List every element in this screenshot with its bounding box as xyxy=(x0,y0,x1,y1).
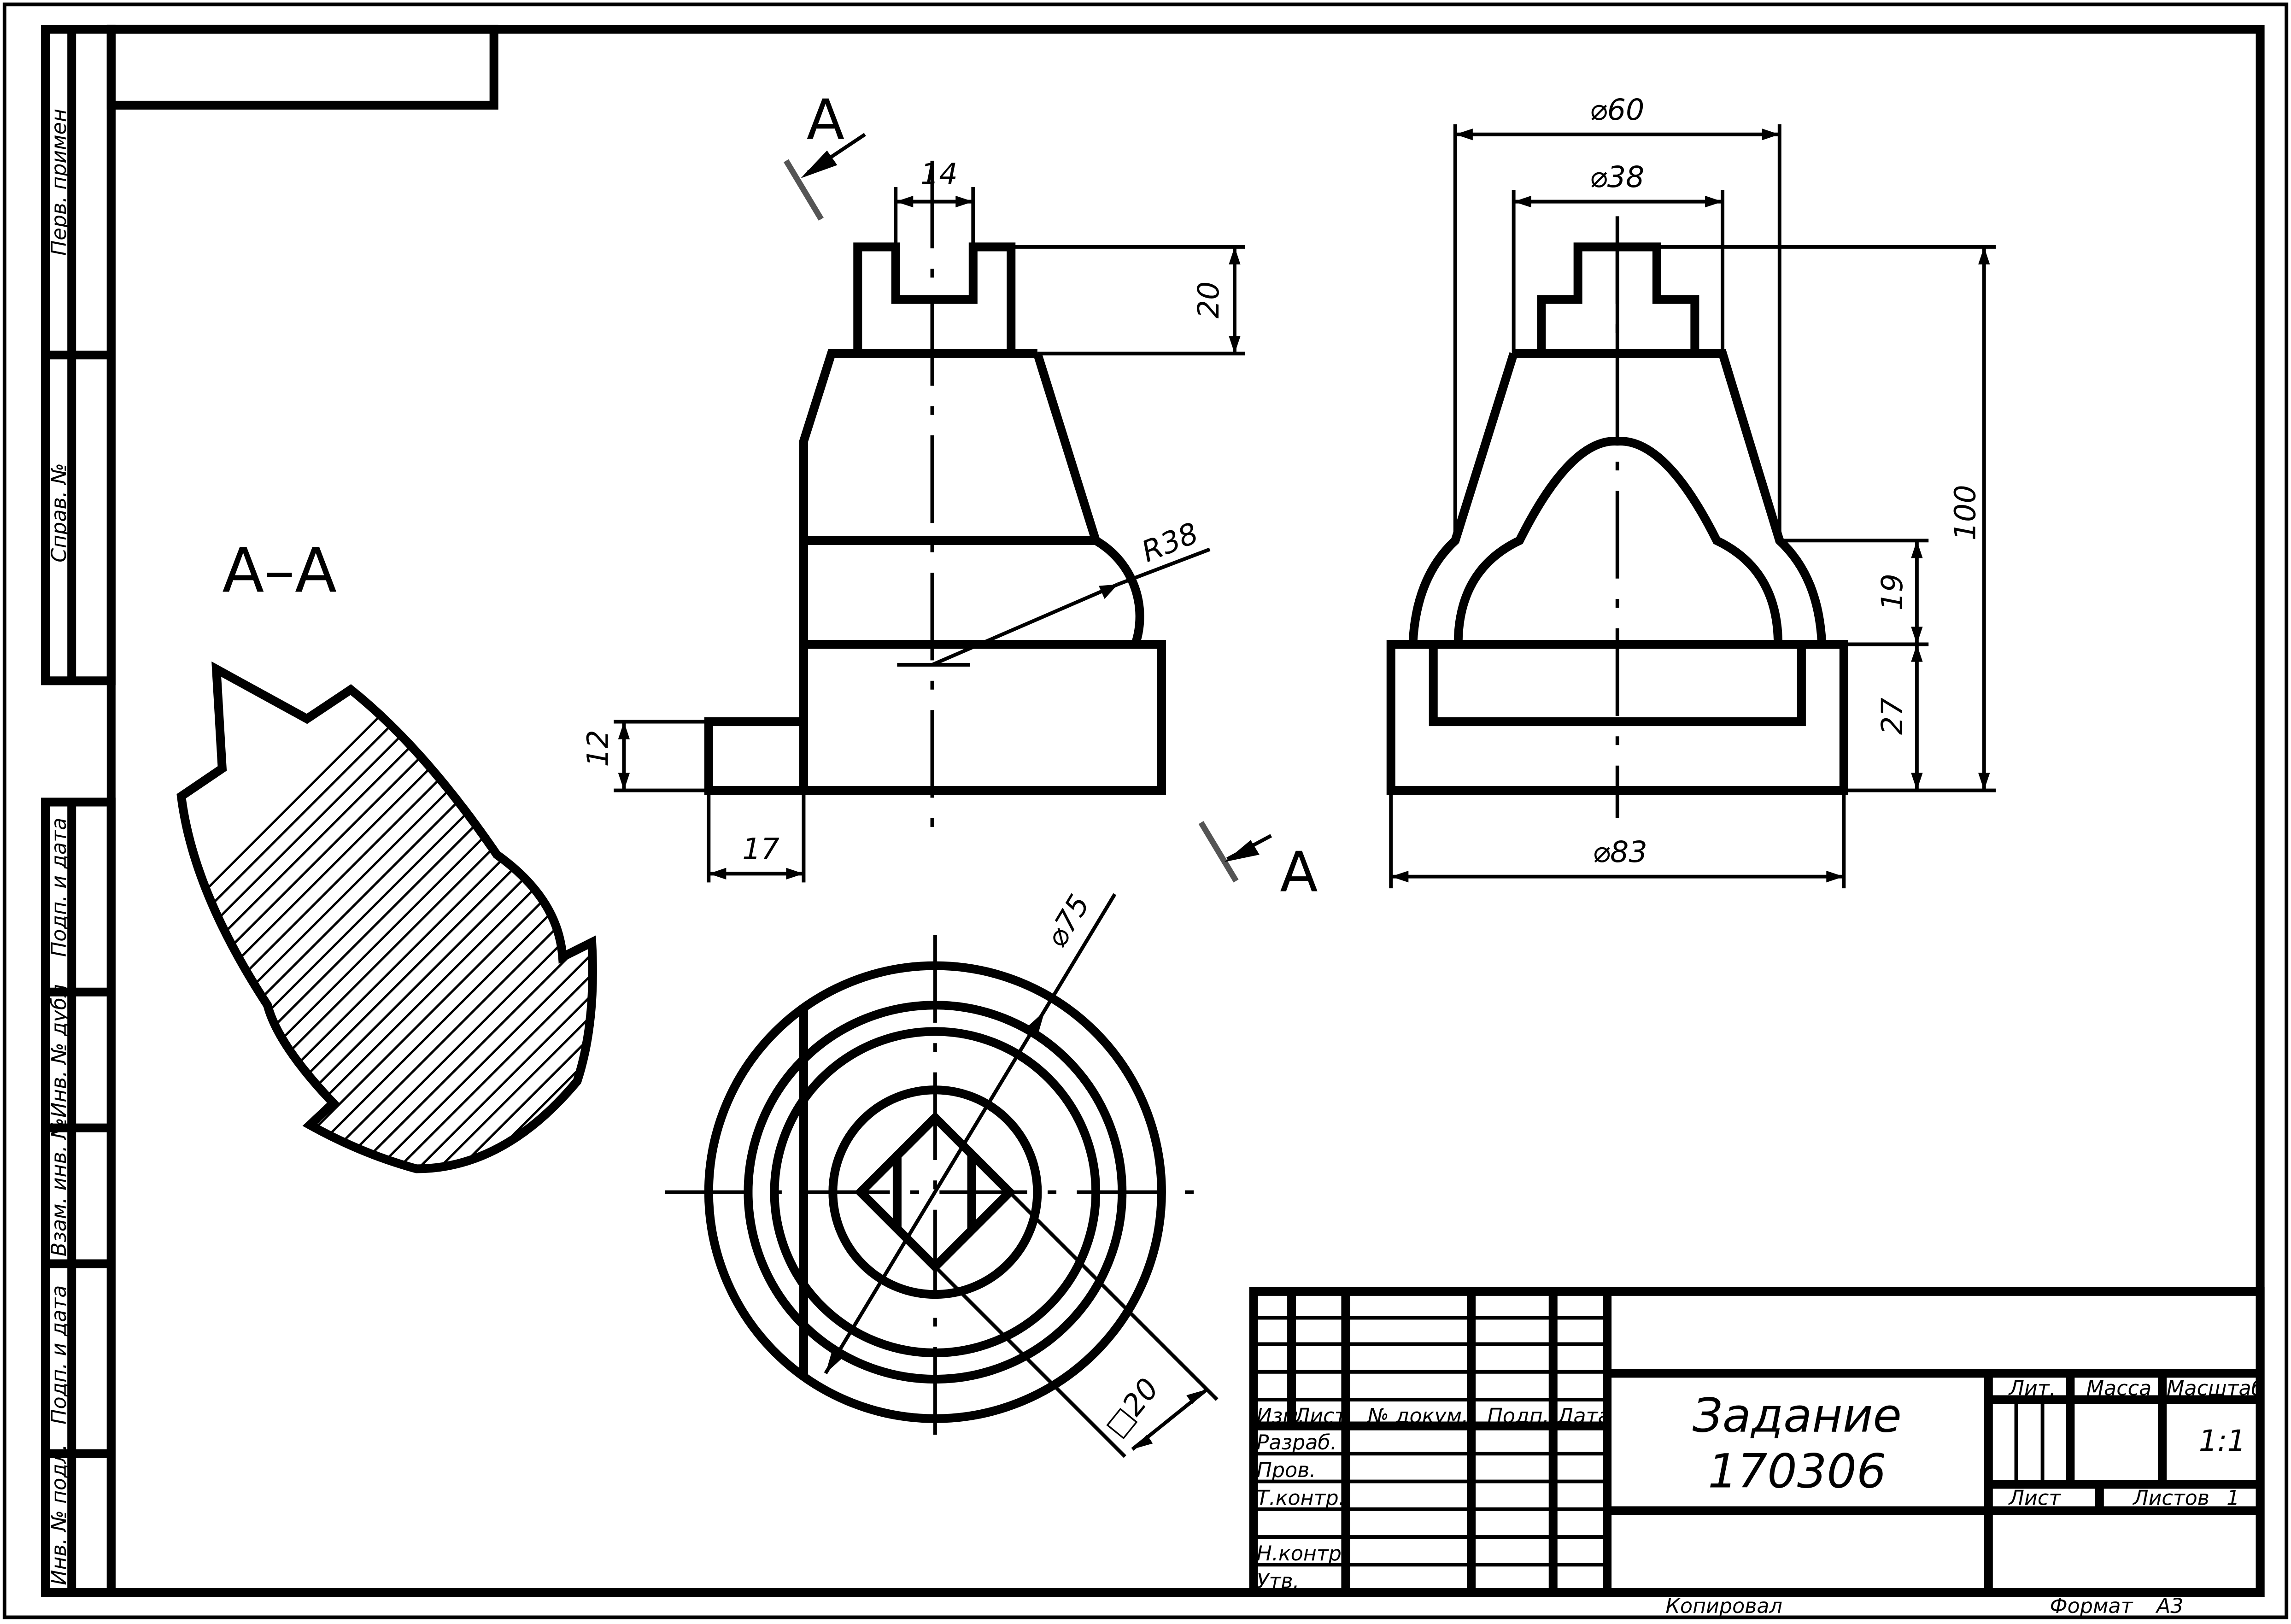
front-view xyxy=(704,160,1166,840)
footer: Копировал Формат А3 xyxy=(1665,1595,2183,1618)
dim-12: 12 xyxy=(581,730,615,767)
tb-data: Дата xyxy=(1557,1405,1611,1428)
section-title: A–A xyxy=(222,535,337,606)
tb-listov-value: 1 xyxy=(2227,1486,2239,1510)
dim-r38: R38 xyxy=(1137,516,1203,569)
dim-dia75: ⌀75 xyxy=(1039,889,1096,953)
top-left-stamp xyxy=(106,24,498,110)
tb-scale-value: 1:1 xyxy=(2199,1424,2246,1458)
dim-dia38: ⌀38 xyxy=(1590,160,1645,194)
tb-izm: Изм. xyxy=(1257,1405,1305,1428)
tb-list2: Лист xyxy=(2008,1486,2062,1510)
dim-100: 100 xyxy=(1948,485,1982,540)
side-view xyxy=(1386,216,1848,818)
tb-prov: Пров. xyxy=(1257,1459,1316,1482)
dim-20: 20 xyxy=(1191,281,1225,319)
tb-lit: Лит. xyxy=(2008,1377,2056,1400)
tb-utv: Утв. xyxy=(1257,1570,1300,1593)
tb-n-kontr: Н.контр. xyxy=(1257,1542,1348,1565)
side-stamp-lower: Подп. и дата Инв. № дубл Взам. инв. № По… xyxy=(41,797,116,1597)
dim-dia60: ⌀60 xyxy=(1590,93,1645,127)
tb-no-dokum: № докум. xyxy=(1367,1405,1469,1428)
side-label-podp-data-2: Подп. и дата xyxy=(47,1285,71,1425)
tb-list: Лист xyxy=(1294,1405,1347,1428)
section-outline xyxy=(176,661,597,1173)
title-block: Изм. Лист № докум. Подп. Дата Разраб. Пр… xyxy=(1249,1287,2265,1597)
section-letter-top: A xyxy=(807,88,844,152)
section-letter-bottom: A xyxy=(1280,840,1318,904)
side-label-inv-dubl: Инв. № дубл xyxy=(47,984,71,1118)
top-view xyxy=(665,935,1198,1447)
side-stamp-upper: Перв. примен Справ. № xyxy=(41,24,116,686)
tb-listov: Листов xyxy=(2132,1486,2209,1510)
sheet-frame xyxy=(106,24,2265,1597)
dimension-labels: 14 20 12 17 R38 ⌀60 ⌀38 ⌀83 100 19 27 ⌀7… xyxy=(581,93,1982,1443)
section-marker-top: A xyxy=(783,88,866,221)
tb-podp: Подп. xyxy=(1488,1405,1549,1428)
tb-massa: Масса xyxy=(2086,1377,2151,1400)
tb-name-line2: 170306 xyxy=(1708,1444,1886,1498)
footer-kopiroval: Копировал xyxy=(1665,1595,1782,1618)
dim-27: 27 xyxy=(1875,698,1909,735)
tb-name-line1: Задание xyxy=(1693,1389,1902,1443)
section-marker-bottom: A xyxy=(1198,821,1318,904)
dimension-lines xyxy=(614,124,1996,1458)
tb-razrab: Разраб. xyxy=(1257,1431,1337,1454)
dim-dia83: ⌀83 xyxy=(1593,835,1647,869)
dim-19: 19 xyxy=(1875,574,1909,611)
side-label-podp-data-1: Подп. и дата xyxy=(47,818,71,957)
tb-t-kontr: Т.контр. xyxy=(1257,1486,1345,1510)
dim-14: 14 xyxy=(920,157,958,191)
footer-format-label: Формат xyxy=(2050,1595,2133,1618)
footer-format-value: А3 xyxy=(2155,1595,2184,1618)
dim-17: 17 xyxy=(742,832,779,866)
section-a-a: A–A xyxy=(176,535,597,1173)
side-label-sprav-no: Справ. № xyxy=(47,463,71,563)
side-label-inv-podl: Инв. № подл. xyxy=(47,1444,71,1585)
tb-masshtab: Масштаб xyxy=(2167,1377,2264,1400)
side-label-vzam-inv: Взам. инв. № xyxy=(47,1118,71,1256)
side-label-perv-primen: Перв. примен xyxy=(47,109,71,256)
